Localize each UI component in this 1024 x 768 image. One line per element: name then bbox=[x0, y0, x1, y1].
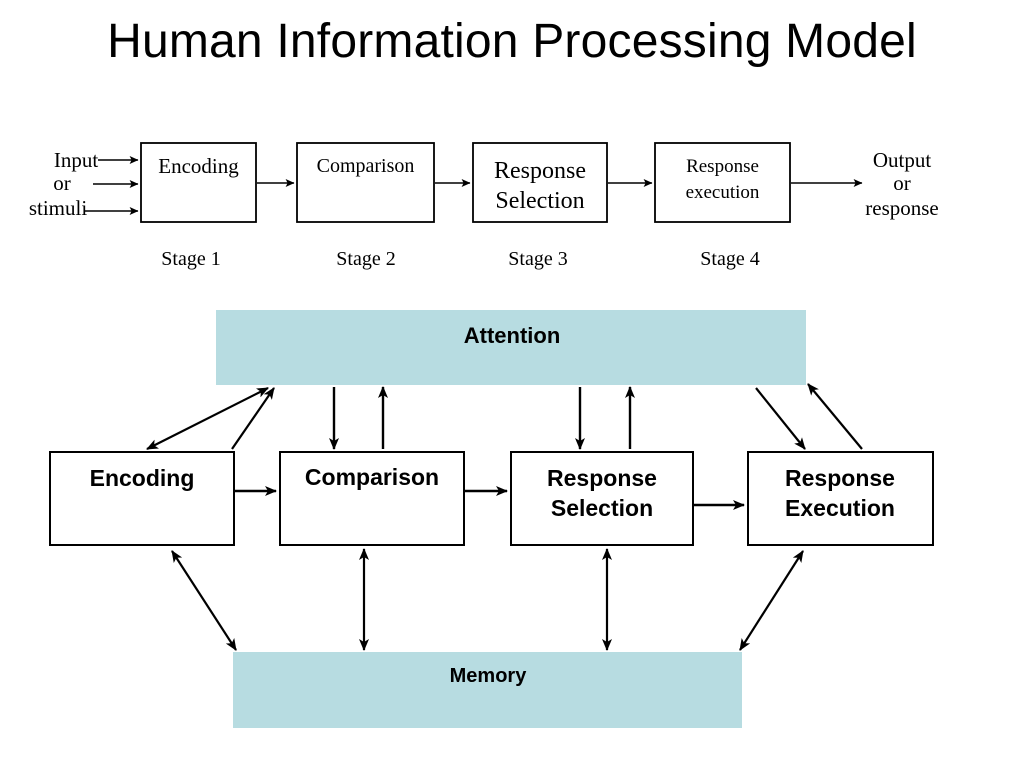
memory-band-label: Memory bbox=[450, 665, 528, 687]
stage-box-encoding bbox=[140, 142, 257, 223]
stage-box-response-execution bbox=[654, 142, 791, 223]
link-encoding-to-attention bbox=[231, 387, 275, 450]
attention-band bbox=[216, 310, 806, 385]
stage-caption-3: Stage 3 bbox=[508, 248, 567, 270]
stage-caption-4: Stage 4 bbox=[700, 248, 759, 270]
process-box-response-selection-label-line2: Selection bbox=[551, 495, 653, 521]
attention-band-label: Attention bbox=[464, 323, 561, 348]
process-box-encoding-label: Encoding bbox=[90, 465, 195, 491]
memory-band bbox=[233, 652, 742, 728]
stage-box-encoding-label: Encoding bbox=[158, 154, 239, 178]
stage-box-response-selection bbox=[472, 142, 608, 223]
process-box-response-execution bbox=[747, 451, 934, 546]
output-label-line1: Output bbox=[873, 148, 932, 172]
output-label: Output or response bbox=[865, 148, 938, 220]
link-attention-to-response-execution bbox=[755, 387, 806, 450]
stage-box-response-execution-label-line2: execution bbox=[686, 182, 760, 203]
stage-box-response-selection-label-line1: Response bbox=[494, 158, 586, 184]
output-label-line3: response bbox=[865, 196, 938, 220]
process-box-encoding bbox=[49, 451, 235, 546]
attention-memory-model: Attention Memory Encoding Comparison Res… bbox=[49, 310, 934, 728]
link-encoding-memory-bidirectional bbox=[171, 550, 237, 651]
stage-caption-2: Stage 2 bbox=[336, 248, 395, 270]
input-label-line3: stimuli bbox=[29, 196, 88, 220]
stage-flow-diagram: Input or stimuli Encoding Comparison Res… bbox=[29, 142, 939, 270]
stage-box-response-execution-label-line1: Response bbox=[686, 156, 759, 177]
stage-box-comparison-label: Comparison bbox=[317, 155, 415, 177]
process-box-response-execution-label-line1: Response bbox=[785, 465, 895, 491]
process-box-response-selection-label-line1: Response bbox=[547, 465, 657, 491]
input-label-line2: or bbox=[53, 171, 71, 195]
link-response-execution-memory-bidirectional bbox=[739, 550, 804, 651]
stage-caption-1: Stage 1 bbox=[161, 248, 220, 270]
process-box-response-execution-label-line2: Execution bbox=[785, 495, 895, 521]
page-title: Human Information Processing Model bbox=[107, 15, 917, 68]
input-label-line1: Input bbox=[54, 148, 98, 172]
process-box-comparison bbox=[279, 451, 465, 546]
process-box-comparison-label: Comparison bbox=[305, 464, 439, 490]
link-response-execution-to-attention bbox=[807, 383, 863, 450]
process-box-response-selection bbox=[510, 451, 694, 546]
stage-box-comparison bbox=[296, 142, 435, 223]
input-label: Input or stimuli bbox=[29, 148, 99, 220]
stage-box-response-selection-label-line2: Selection bbox=[495, 188, 584, 214]
link-attention-encoding-bidirectional bbox=[146, 387, 269, 450]
output-label-line2: or bbox=[893, 171, 911, 195]
